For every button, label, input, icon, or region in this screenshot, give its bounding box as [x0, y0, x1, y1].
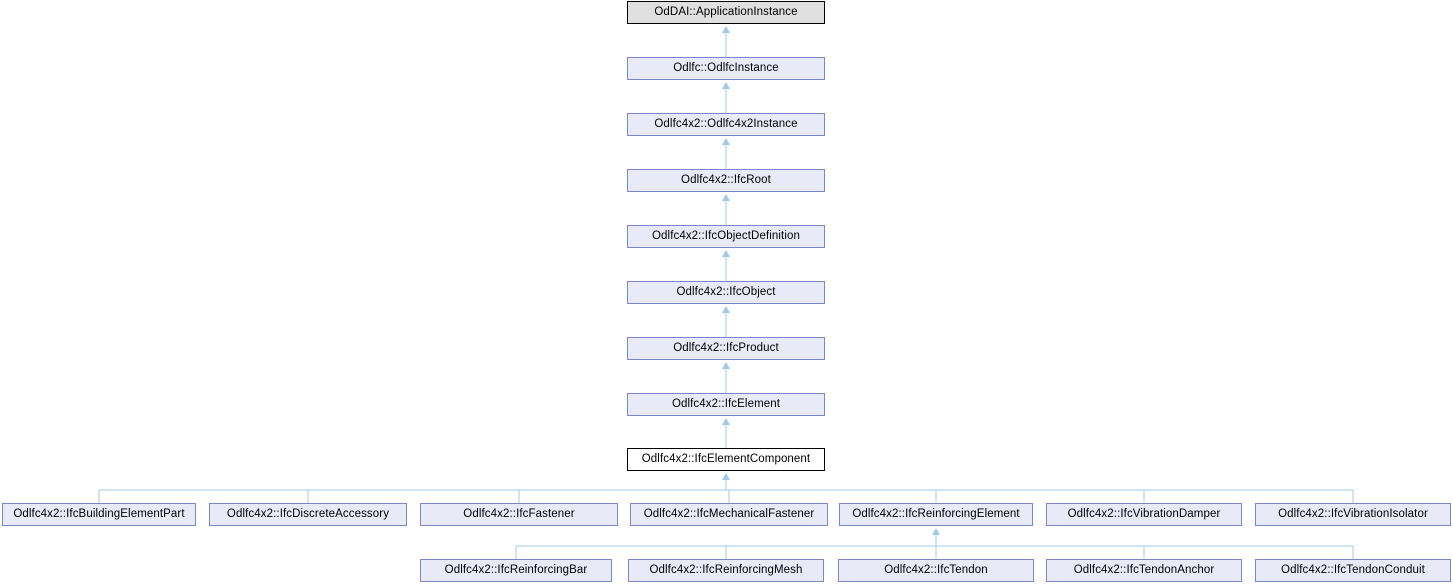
class-node-label: Odlfc4x2::IfcObjectDefinition — [652, 229, 800, 242]
class-node-ApplicationInstance[interactable]: OdDAI::ApplicationInstance — [627, 1, 825, 24]
class-node-IfcReinforcingBar[interactable]: Odlfc4x2::IfcReinforcingBar — [420, 559, 612, 582]
class-node-OdlfcInstance[interactable]: Odlfc::OdlfcInstance — [627, 57, 825, 80]
class-node-label: Odlfc4x2::IfcBuildingElementPart — [13, 507, 185, 520]
class-node-label: Odlfc4x2::IfcRoot — [681, 173, 771, 186]
class-node-label: Odlfc4x2::IfcVibrationIsolator — [1278, 507, 1428, 520]
inheritance-arrow — [722, 82, 730, 89]
inheritance-arrow — [722, 418, 730, 425]
class-node-IfcBuildingElementPart[interactable]: Odlfc4x2::IfcBuildingElementPart — [2, 503, 196, 526]
class-node-IfcTendonAnchor[interactable]: Odlfc4x2::IfcTendonAnchor — [1046, 559, 1242, 582]
class-node-IfcElementComponent[interactable]: Odlfc4x2::IfcElementComponent — [627, 448, 825, 471]
class-node-IfcTendonConduit[interactable]: Odlfc4x2::IfcTendonConduit — [1255, 559, 1451, 582]
inheritance-arrow — [722, 362, 730, 369]
class-node-label: Odlfc4x2::IfcFastener — [463, 507, 575, 520]
class-node-Odlfc4x2Instance[interactable]: Odlfc4x2::Odlfc4x2Instance — [627, 113, 825, 136]
class-node-label: Odlfc4x2::IfcElement — [671, 397, 781, 410]
class-node-label: Odlfc4x2::IfcObject — [676, 285, 776, 298]
class-node-label: Odlfc4x2::IfcMechanicalFastener — [643, 507, 815, 520]
inheritance-arrow — [932, 528, 940, 535]
class-node-label: Odlfc4x2::IfcTendonAnchor — [1073, 563, 1215, 576]
class-node-IfcRoot[interactable]: Odlfc4x2::IfcRoot — [627, 169, 825, 192]
class-node-label: Odlfc4x2::IfcTendon — [884, 563, 988, 576]
class-node-label: Odlfc4x2::IfcProduct — [673, 341, 779, 354]
class-node-IfcObject[interactable]: Odlfc4x2::IfcObject — [627, 281, 825, 304]
class-node-IfcVibrationDamper[interactable]: Odlfc4x2::IfcVibrationDamper — [1046, 503, 1242, 526]
inheritance-arrow — [722, 250, 730, 257]
class-node-label: Odlfc4x2::Odlfc4x2Instance — [654, 117, 798, 130]
class-node-IfcVibrationIsolator[interactable]: Odlfc4x2::IfcVibrationIsolator — [1255, 503, 1451, 526]
inheritance-arrow — [722, 473, 730, 480]
class-node-label: Odlfc4x2::IfcElementComponent — [641, 452, 811, 465]
class-node-IfcTendon[interactable]: Odlfc4x2::IfcTendon — [838, 559, 1034, 582]
class-node-IfcFastener[interactable]: Odlfc4x2::IfcFastener — [420, 503, 618, 526]
inheritance-arrow — [722, 194, 730, 201]
inheritance-arrow — [722, 138, 730, 145]
class-node-label: Odlfc::OdlfcInstance — [673, 61, 779, 74]
class-node-label: Odlfc4x2::IfcTendonConduit — [1281, 563, 1425, 576]
class-node-IfcMechanicalFastener[interactable]: Odlfc4x2::IfcMechanicalFastener — [630, 503, 828, 526]
inheritance-arrow — [722, 306, 730, 313]
class-node-IfcReinforcingMesh[interactable]: Odlfc4x2::IfcReinforcingMesh — [628, 559, 824, 582]
inheritance-arrow — [722, 26, 730, 33]
class-node-IfcReinforcingElement[interactable]: Odlfc4x2::IfcReinforcingElement — [839, 503, 1033, 526]
class-node-label: Odlfc4x2::IfcReinforcingBar — [444, 563, 588, 576]
class-node-label: Odlfc4x2::IfcReinforcingMesh — [649, 563, 803, 576]
class-node-IfcObjectDefinition[interactable]: Odlfc4x2::IfcObjectDefinition — [627, 225, 825, 248]
class-node-IfcProduct[interactable]: Odlfc4x2::IfcProduct — [627, 337, 825, 360]
class-node-IfcElement[interactable]: Odlfc4x2::IfcElement — [627, 393, 825, 416]
class-node-label: Odlfc4x2::IfcReinforcingElement — [852, 507, 1020, 520]
class-node-label: OdDAI::ApplicationInstance — [654, 5, 798, 18]
class-node-label: Odlfc4x2::IfcVibrationDamper — [1067, 507, 1221, 520]
class-node-IfcDiscreteAccessory[interactable]: Odlfc4x2::IfcDiscreteAccessory — [209, 503, 407, 526]
class-node-label: Odlfc4x2::IfcDiscreteAccessory — [226, 507, 390, 520]
